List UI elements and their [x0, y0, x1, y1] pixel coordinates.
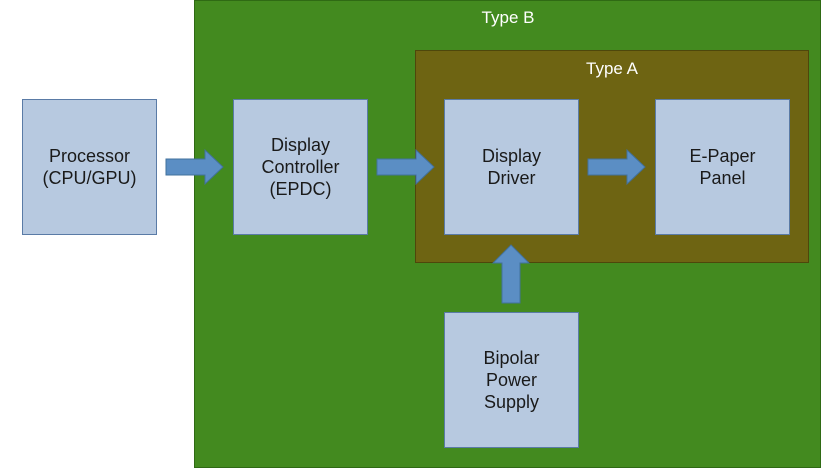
epaper-panel-block: E-Paper Panel — [655, 99, 790, 235]
display-controller-line-1: Display — [270, 135, 331, 155]
arrow-power-to-driver — [491, 244, 531, 304]
display-controller-line-2: Controller — [261, 157, 340, 177]
processor-line-1: Processor — [48, 146, 131, 166]
display-driver-line-2: Driver — [487, 168, 536, 188]
epaper-panel-line-2: Panel — [699, 168, 746, 188]
arrow-driver-to-panel — [587, 148, 646, 186]
arrow-controller-to-driver — [376, 148, 435, 186]
power-supply-line-2: Power — [485, 370, 538, 390]
display-controller-block: Display Controller (EPDC) — [233, 99, 368, 235]
power-supply-line-3: Supply — [483, 392, 540, 412]
display-controller-line-3: (EPDC) — [269, 179, 332, 199]
arrow-processor-to-controller — [165, 148, 224, 186]
display-driver-line-1: Display — [481, 146, 542, 166]
processor-line-2: (CPU/GPU) — [42, 168, 137, 188]
type-a-label: Type A — [586, 59, 638, 78]
epaper-panel-line-1: E-Paper — [689, 146, 756, 166]
power-supply-line-1: Bipolar — [483, 348, 540, 368]
power-supply-block: Bipolar Power Supply — [444, 312, 579, 448]
processor-block: Processor (CPU/GPU) — [22, 99, 157, 235]
type-b-label: Type B — [481, 8, 535, 27]
display-driver-block: Display Driver — [444, 99, 579, 235]
